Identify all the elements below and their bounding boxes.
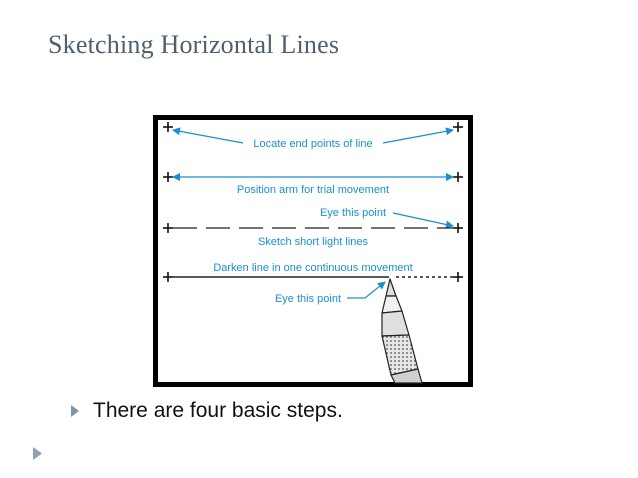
label-sketch: Sketch short light lines (258, 236, 369, 248)
label-darken: Darken line in one continuous movement (213, 262, 412, 274)
label-eye-point-2: Eye this point (275, 293, 341, 305)
slide-corner-arrow-icon (33, 447, 42, 460)
figure-frame (153, 115, 473, 387)
slide-title: Sketching Horizontal Lines (48, 30, 340, 59)
bullet-item: There are four basic steps. (70, 399, 343, 423)
step-darken: Darken line in one continuous movement E… (173, 262, 453, 305)
label-locate: Locate end points of line (253, 138, 372, 150)
bullet-text: There are four basic steps. (93, 399, 343, 422)
sketching-figure: Locate end points of line Position arm f… (153, 115, 473, 387)
step-position: Position arm for trial movement (172, 173, 454, 196)
bullet-arrow-icon (71, 405, 79, 417)
label-eye-point-1: Eye this point (320, 207, 386, 219)
step-locate: Locate end points of line (172, 127, 454, 150)
step-sketch: Eye this point Sketch short light lines (173, 207, 454, 248)
pencil-icon (381, 278, 423, 384)
label-position: Position arm for trial movement (237, 184, 389, 196)
crosshair-icon (163, 122, 463, 282)
